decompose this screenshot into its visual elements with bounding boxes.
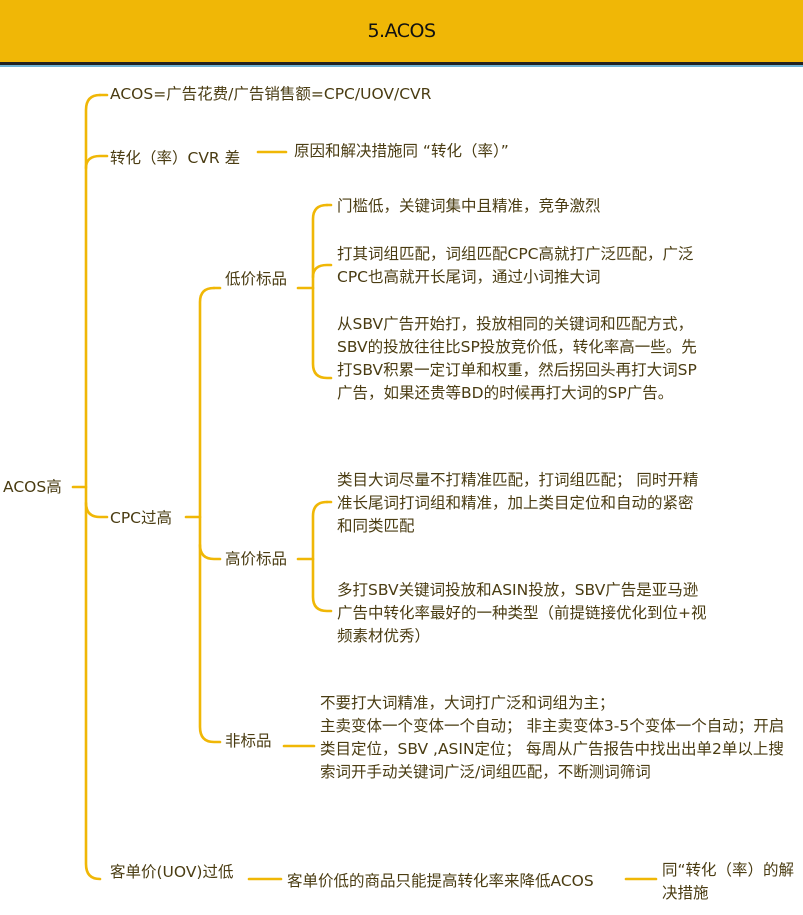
node-uov[interactable]: 客单价(UOV)过低 (110, 863, 234, 881)
node-low-price[interactable]: 低价标品 (225, 270, 288, 288)
title-divider (0, 62, 803, 65)
node-uov-note2[interactable]: 同“转化（率）的解决措施 (662, 861, 795, 902)
node-cpc[interactable]: CPC过高 (110, 509, 172, 527)
connector-level1-spine (84, 93, 102, 881)
node-cvr-note[interactable]: 原因和解决措施同 “转化（率）” (294, 142, 509, 160)
connector-low-item2 (311, 263, 333, 279)
connector-cvr (84, 154, 109, 170)
node-non-standard[interactable]: 非标品 (225, 732, 272, 750)
node-cvr[interactable]: 转化（率）CVR 差 (110, 149, 241, 167)
root-node[interactable]: ACOS高 (3, 478, 62, 496)
node-low-item-3[interactable]: 从SBV广告开始打，投放相同的关键词和匹配方式， SBV的投放往往比SP投放竞价… (337, 315, 697, 402)
node-high-price[interactable]: 高价标品 (225, 550, 288, 568)
connector-high (198, 543, 222, 561)
node-low-item-1[interactable]: 门槛低，关键词集中且精准，竞争激烈 (337, 197, 601, 215)
connector-cpc (84, 501, 109, 519)
node-uov-note[interactable]: 客单价低的商品只能提高转化率来降低ACOS (287, 872, 594, 890)
title-divider-accent (0, 65, 803, 67)
connector-low-spine (311, 203, 333, 380)
map-title[interactable]: 5.ACOS (367, 20, 436, 42)
node-high-item-1[interactable]: 类目大词尽量不打精准匹配，打词组匹配； 同时开精准长尾词打词组和精准，加上类目定… (337, 471, 699, 535)
node-non-standard-text[interactable]: 不要打大词精准，大词打广泛和词组为主； 主卖变体一个变体一个自动； 非主卖变体3… (320, 694, 785, 781)
node-low-item-2[interactable]: 打其词组匹配，词组匹配CPC高就打广泛匹配，广泛CPC也高就开长尾词，通过小词推… (337, 245, 694, 286)
node-high-item-2[interactable]: 多打SBV关键词投放和ASIN投放，SBV广告是亚马逊广告中转化率最好的一种类型… (337, 581, 707, 645)
connector-level2-spine (198, 286, 222, 744)
title-bar (0, 0, 803, 62)
node-formula[interactable]: ACOS=广告花费/广告销售额=CPC/UOV/CVR (110, 85, 432, 103)
connector-high-spine (311, 500, 333, 613)
